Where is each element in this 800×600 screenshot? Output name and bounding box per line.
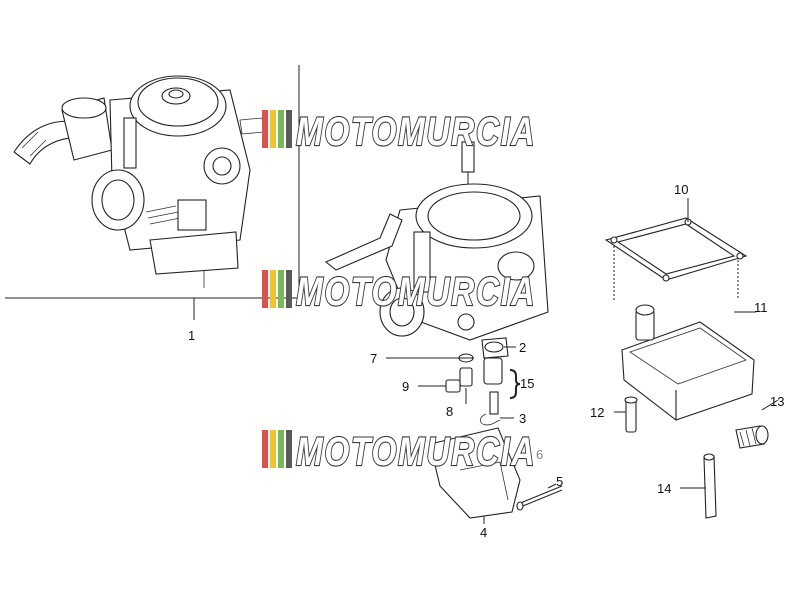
part-labels: 1 2 3 4 5 6 7 8 9 10 11 12 13 14 15 [188, 182, 784, 540]
float-assembly-drawing [429, 427, 563, 519]
watermark-stripe [262, 270, 268, 308]
label-part-4: 4 [480, 525, 487, 540]
watermark-stripe [262, 430, 268, 468]
carburetor-assembly-drawing [13, 75, 265, 288]
label-part-10: 10 [674, 182, 688, 197]
label-part-1: 1 [188, 328, 195, 343]
watermark-stripe [286, 430, 292, 468]
watermark-stripe [278, 270, 284, 308]
carburetor-body-drawing [324, 141, 549, 359]
small-parts-drawing [445, 341, 504, 426]
label-part-3: 3 [519, 411, 526, 426]
watermark-top: MOTOMURCIA [262, 109, 536, 155]
label-part-7: 7 [370, 351, 377, 366]
watermark-stripe [286, 110, 292, 148]
label-part-5: 5 [556, 474, 563, 489]
watermark-text: MOTOMURCIA [296, 270, 536, 314]
watermark-stripe [270, 430, 276, 468]
watermark-stripe [278, 110, 284, 148]
watermark-stripe [286, 270, 292, 308]
watermark-stripe [278, 430, 284, 468]
watermark-stripe [270, 270, 276, 308]
part-15-brace [509, 369, 521, 399]
label-part-14: 14 [657, 481, 671, 496]
label-part-8: 8 [446, 404, 453, 419]
label-part-13: 13 [770, 394, 784, 409]
label-part-6: 6 [536, 447, 543, 462]
watermark-stripe [262, 110, 268, 148]
assembly-bracket-lines [5, 65, 300, 320]
leader-lines [386, 198, 779, 524]
label-part-2: 2 [519, 340, 526, 355]
label-part-12: 12 [590, 405, 604, 420]
float-bowl-assembly-drawing [604, 217, 769, 519]
watermark-stripe [270, 110, 276, 148]
label-part-9: 9 [402, 379, 409, 394]
watermark-text: MOTOMURCIA [296, 110, 536, 154]
watermark-text: MOTOMURCIA [296, 430, 536, 474]
watermark-bottom: MOTOMURCIA [262, 429, 536, 475]
watermark-middle: MOTOMURCIA [262, 269, 536, 315]
label-part-15: 15 [520, 376, 534, 391]
label-part-11: 11 [754, 300, 768, 315]
